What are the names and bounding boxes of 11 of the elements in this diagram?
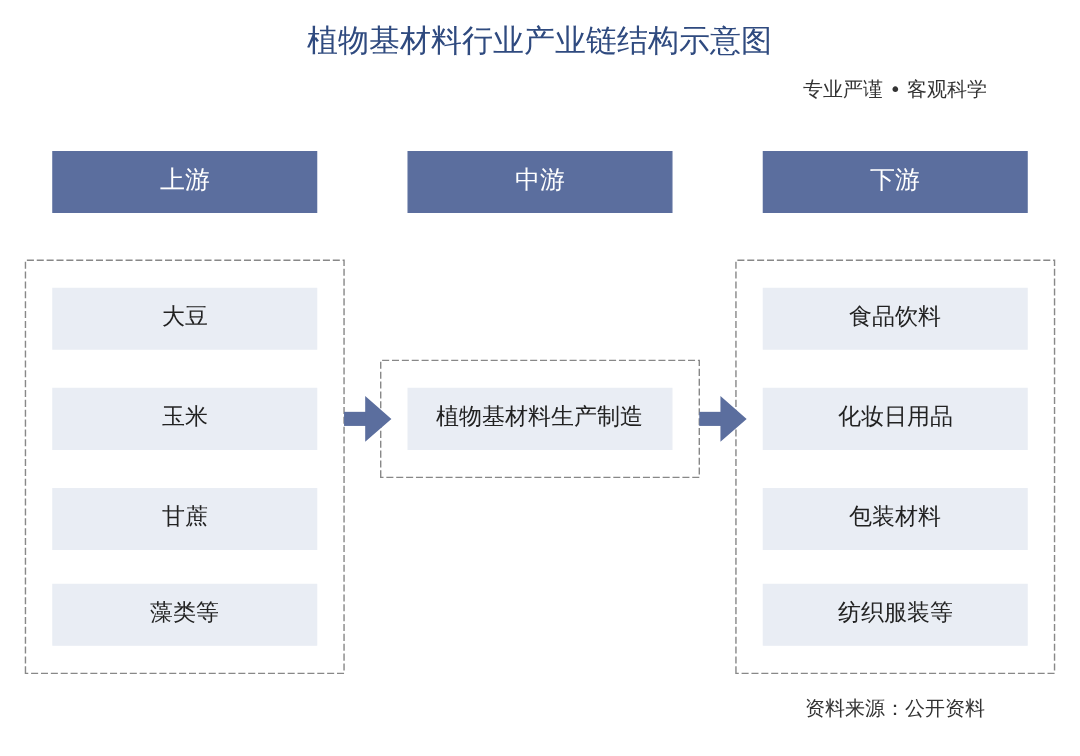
diagram-title: 植物基材料行业产业链结构示意图 — [307, 22, 773, 59]
arrow — [344, 395, 392, 442]
node-box: 中游 — [407, 151, 673, 214]
cluster — [735, 259, 1056, 675]
label: 专业严谨 • 客观科学 — [803, 78, 988, 102]
cluster — [24, 259, 345, 675]
arrow — [699, 395, 747, 442]
node-box: 上游 — [52, 151, 318, 214]
cluster — [380, 359, 700, 479]
node-box: 下游 — [762, 151, 1028, 214]
label: 资料来源：公开资料 — [805, 697, 986, 721]
